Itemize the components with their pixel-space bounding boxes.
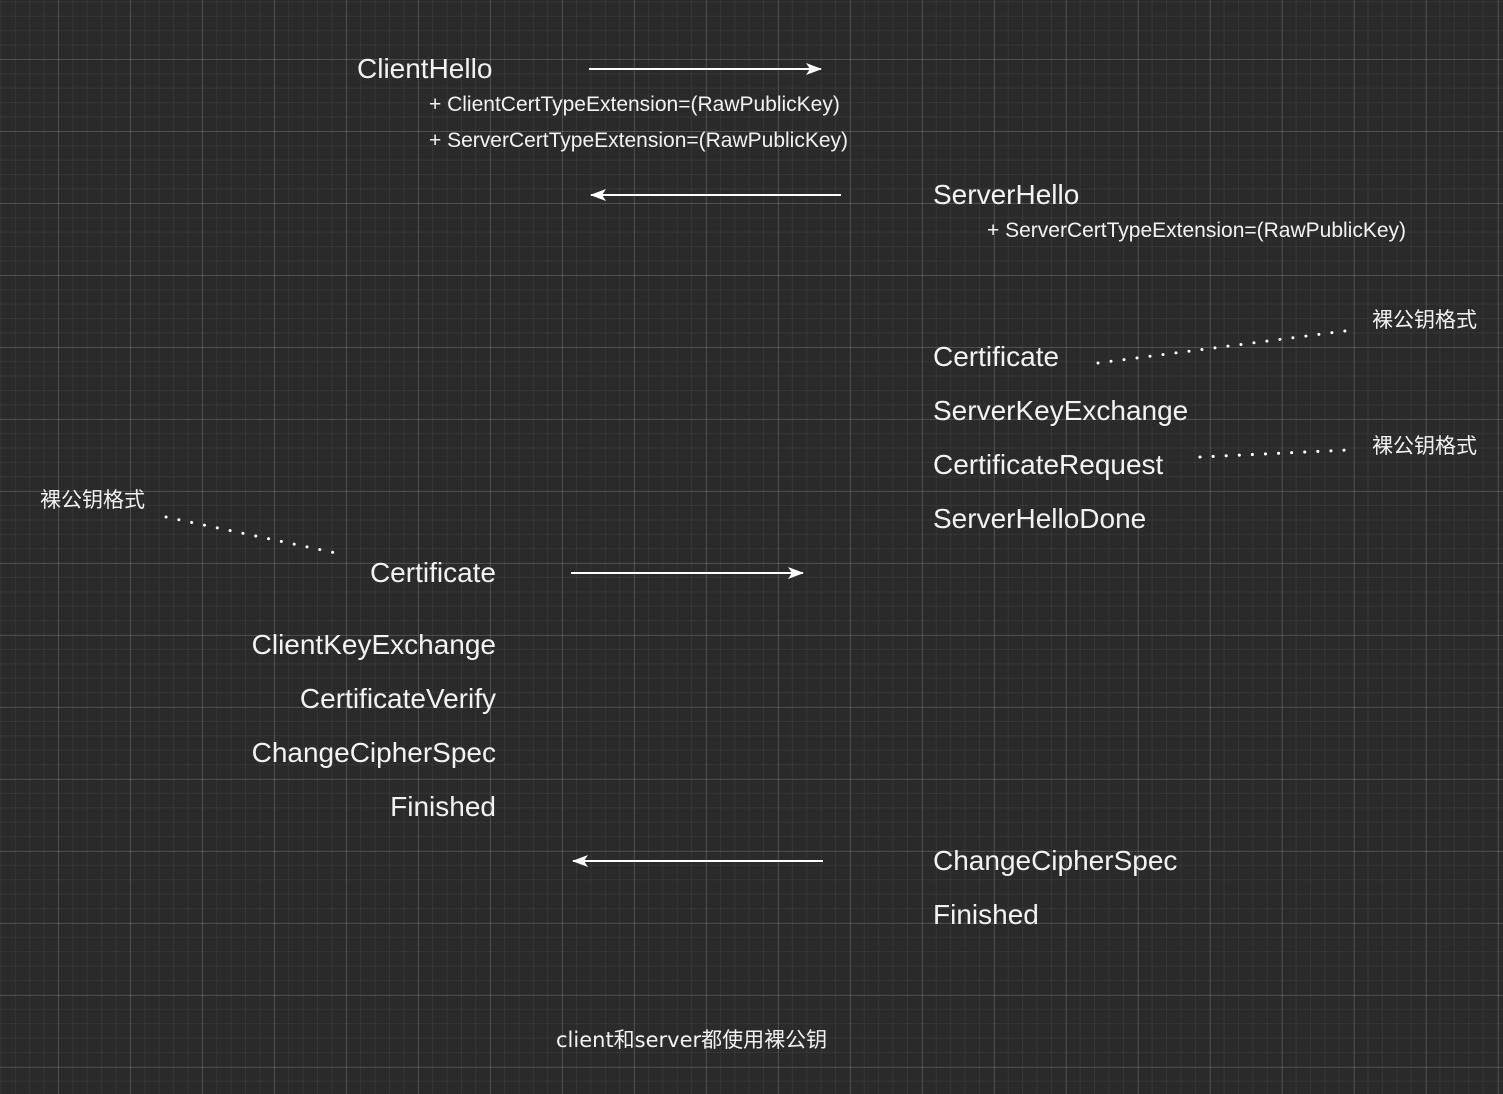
server-certificate-label: Certificate [933,341,1060,372]
client-hello-extension-server-cert-type: + ServerCertTypeExtension=(RawPublicKey) [429,129,849,152]
client-key-exchange-label: ClientKeyExchange [251,629,496,660]
certificate-request-label: CertificateRequest [933,449,1164,480]
client-certificate-dotted-connector [164,515,338,555]
server-finished-label: Finished [933,899,1039,930]
diagram-caption: client和server都使用裸公钥 [556,1028,828,1052]
client-hello-extension-client-cert-type: + ClientCertTypeExtension=(RawPublicKey) [429,93,840,116]
server-key-exchange-label: ServerKeyExchange [933,395,1189,426]
note-client-certificate-raw-public-key: 裸公钥格式 [40,488,145,512]
note-server-certificate-raw-public-key: 裸公钥格式 [1372,308,1477,332]
server-change-cipher-spec-label: ChangeCipherSpec [933,845,1178,876]
note-certificate-request-raw-public-key: 裸公钥格式 [1372,434,1477,458]
server-certificate-dotted-connector [1096,329,1347,365]
certificate-verify-label: CertificateVerify [299,683,496,714]
server-hello-extension-server-cert-type: + ServerCertTypeExtension=(RawPublicKey) [987,219,1407,242]
server-hello-label: ServerHello [933,179,1080,210]
server-hello-done-label: ServerHelloDone [933,503,1147,534]
client-hello-label: ClientHello [357,53,493,84]
client-change-cipher-spec-label: ChangeCipherSpec [251,737,496,768]
certificate-request-dotted-connector [1198,448,1350,459]
client-certificate-label: Certificate [369,557,496,588]
client-finished-label: Finished [390,791,496,822]
